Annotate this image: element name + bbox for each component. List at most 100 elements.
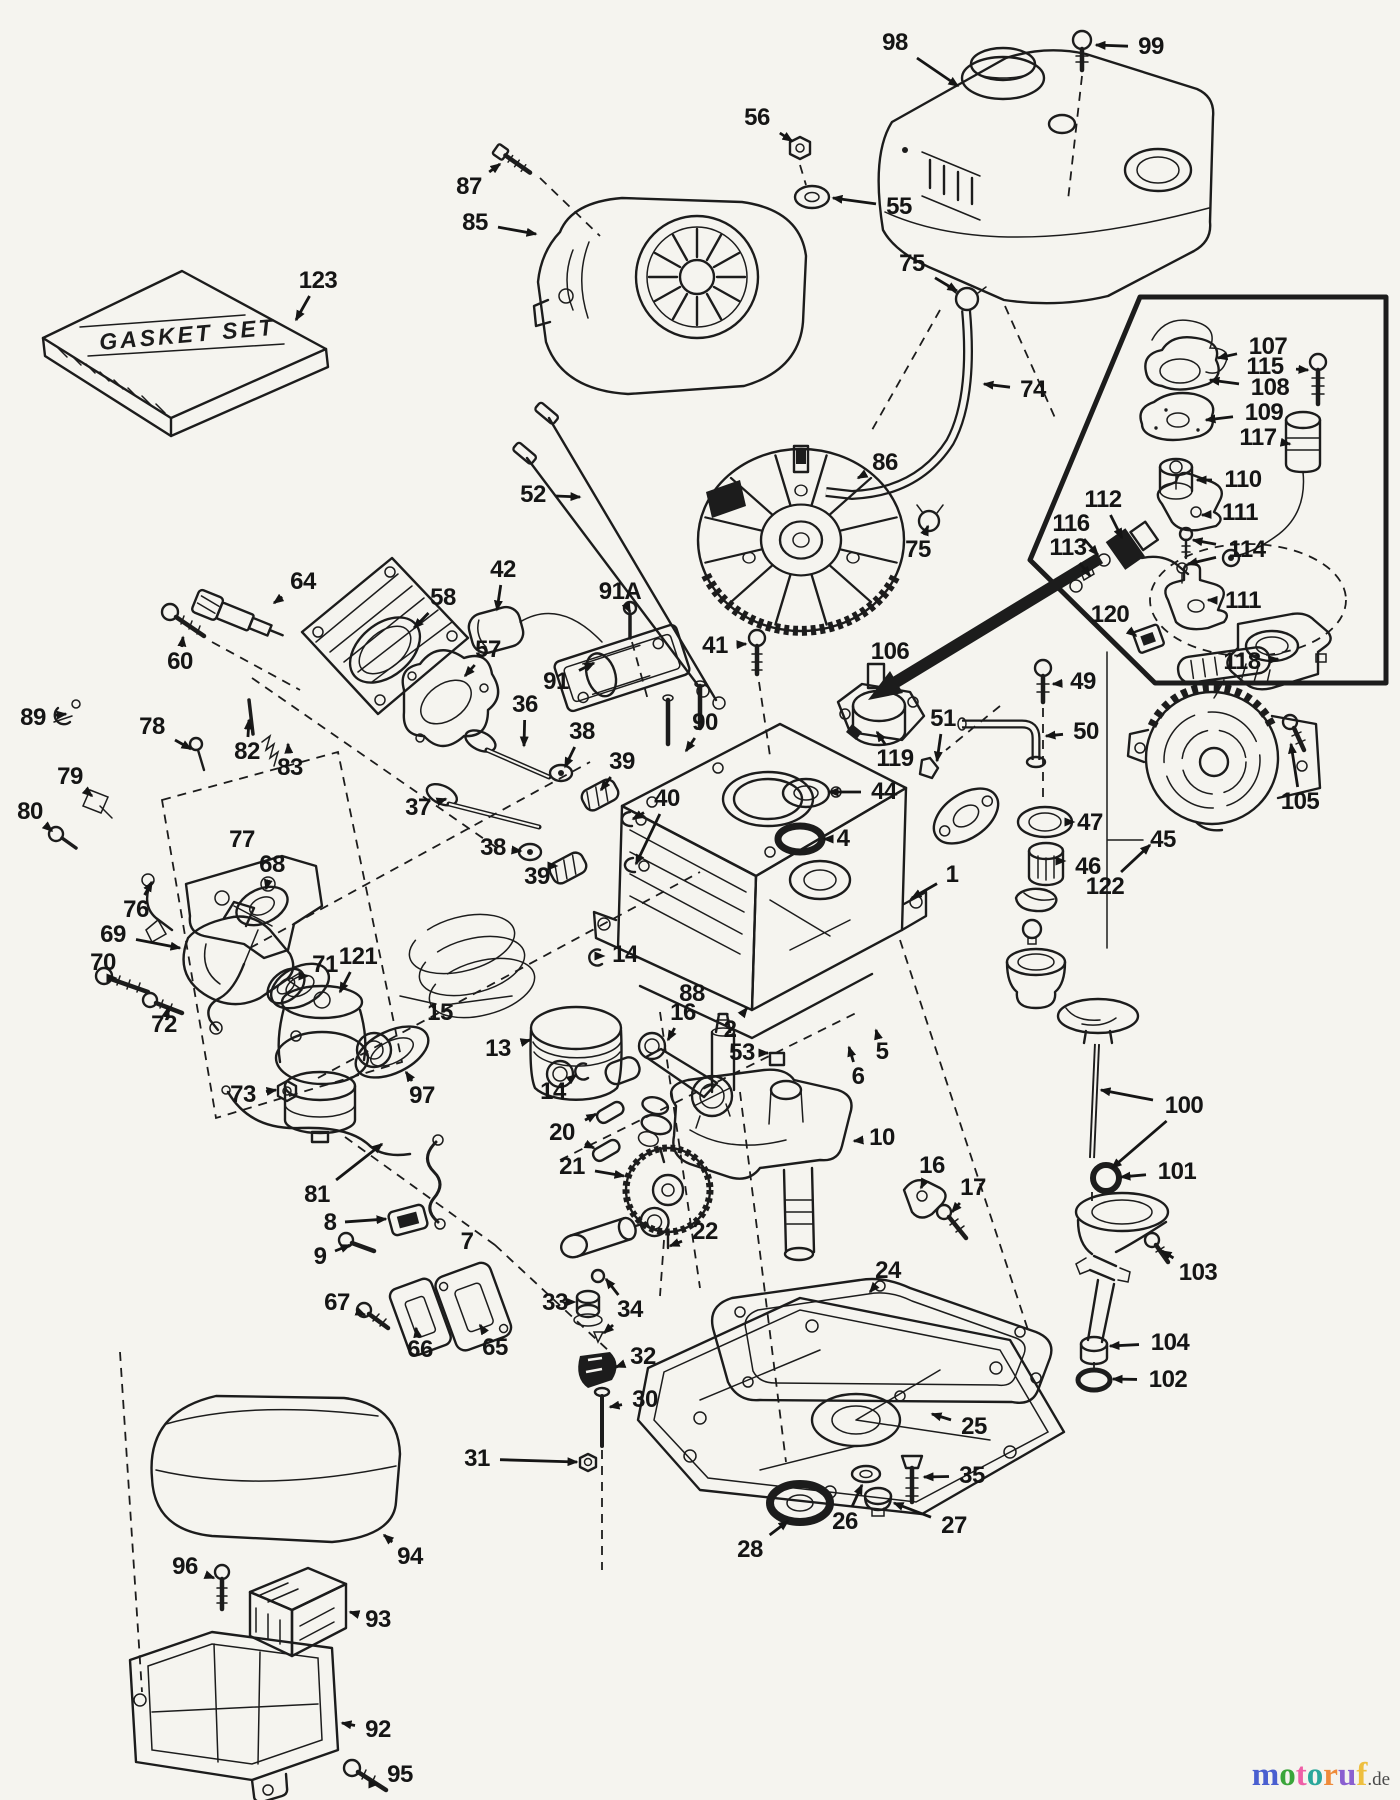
leader-arrow-51 bbox=[933, 733, 943, 763]
leader-arrow-105 bbox=[1288, 742, 1300, 788]
oil-dipper bbox=[902, 1179, 969, 1241]
leader-arrow-87 bbox=[488, 162, 502, 174]
leader-arrow-65 bbox=[478, 1323, 489, 1336]
watermark-motoruf: motoruf.de bbox=[1252, 1757, 1390, 1794]
watermark-suffix: .de bbox=[1367, 1769, 1390, 1790]
leader-arrow-16 bbox=[666, 1027, 677, 1042]
leader-arrow-22 bbox=[668, 1238, 683, 1248]
leader-arrow-116 bbox=[1083, 538, 1100, 557]
leader-arrow-40 bbox=[631, 810, 645, 821]
dipstick bbox=[1056, 997, 1171, 1393]
leader-arrow-20 bbox=[584, 1112, 598, 1123]
leader-arrow-91A bbox=[621, 601, 632, 614]
leader-arrow-25 bbox=[930, 1412, 952, 1422]
leader-arrow-103 bbox=[1160, 1249, 1175, 1260]
leader-arrow-122 bbox=[1120, 843, 1152, 874]
leader-arrow-21 bbox=[594, 1169, 626, 1179]
leader-arrow-68 bbox=[263, 878, 273, 891]
leader-arrow-123 bbox=[294, 295, 311, 322]
leader-arrow-26 bbox=[850, 1483, 864, 1508]
leader-arrow-89 bbox=[55, 710, 68, 720]
fuel-tank-outline bbox=[877, 46, 1215, 305]
leader-arrow-108 bbox=[1208, 376, 1240, 386]
leader-arrow-38 bbox=[563, 746, 576, 769]
leader-arrow-28 bbox=[768, 1519, 790, 1537]
leader-arrow-93 bbox=[348, 1610, 361, 1619]
leader-arrow-14 bbox=[565, 1073, 578, 1085]
leader-arrow-94 bbox=[382, 1533, 395, 1545]
fuel-line bbox=[825, 286, 1057, 533]
leader-arrow-16 bbox=[919, 1177, 930, 1190]
spark-plug bbox=[191, 588, 284, 637]
leader-arrow-83 bbox=[284, 742, 294, 754]
leader-arrow-2 bbox=[737, 1006, 749, 1019]
leader-arrow-9 bbox=[334, 1243, 352, 1253]
watermark-letter: m bbox=[1251, 1757, 1280, 1793]
leader-arrow-40 bbox=[634, 813, 662, 866]
leader-arrow-75 bbox=[934, 276, 959, 293]
leader-arrow-10 bbox=[852, 1135, 864, 1145]
reed-plates bbox=[344, 1136, 611, 1357]
leader-arrow-1 bbox=[910, 882, 938, 900]
leader-arrow-97 bbox=[404, 1070, 416, 1083]
leader-arrow-104 bbox=[1108, 1341, 1140, 1351]
air-cleaner bbox=[119, 1351, 402, 1800]
leader-arrow-39 bbox=[599, 776, 612, 792]
leader-arrow-36 bbox=[519, 719, 529, 748]
leader-arrow-101 bbox=[1119, 1171, 1147, 1181]
ignition-coil bbox=[467, 600, 771, 757]
leader-arrow-60 bbox=[177, 635, 187, 648]
leader-arrow-32 bbox=[614, 1359, 627, 1369]
leader-arrow-27 bbox=[892, 1501, 932, 1519]
leader-arrow-119 bbox=[875, 730, 887, 745]
leader-arrow-42 bbox=[493, 584, 503, 612]
leader-arrow-57 bbox=[463, 664, 476, 678]
leader-arrow-96 bbox=[203, 1570, 216, 1580]
leader-arrow-121 bbox=[338, 971, 352, 994]
bottom-linkage bbox=[221, 761, 701, 1254]
leader-arrow-41 bbox=[736, 640, 748, 650]
leader-arrow-90 bbox=[684, 737, 696, 753]
leader-arrow-92 bbox=[340, 1720, 356, 1730]
leader-arrow-109 bbox=[1204, 414, 1234, 424]
watermark-letter: t bbox=[1295, 1757, 1307, 1793]
cylinder-block bbox=[592, 680, 928, 1067]
leader-arrow-66 bbox=[413, 1326, 423, 1339]
top-hardware bbox=[491, 29, 1093, 237]
leader-arrow-13 bbox=[519, 1038, 532, 1047]
leader-arrow-35 bbox=[922, 1472, 950, 1482]
leader-arrow-55 bbox=[831, 194, 877, 206]
leader-arrow-75 bbox=[920, 524, 930, 537]
governor-links bbox=[512, 401, 726, 710]
leader-arrow-69 bbox=[135, 938, 182, 951]
leader-arrow-79 bbox=[81, 786, 94, 798]
leader-arrow-78 bbox=[174, 738, 193, 751]
leader-arrow-20 bbox=[583, 1139, 596, 1150]
watermark-letter: u bbox=[1337, 1757, 1357, 1793]
sump-hardware bbox=[559, 1011, 924, 1570]
leader-arrow-120 bbox=[1125, 626, 1138, 638]
governor-spool-column bbox=[918, 651, 1144, 1010]
leader-arrow-5 bbox=[874, 1028, 883, 1041]
leader-arrow-91 bbox=[578, 661, 596, 672]
leader-arrow-8 bbox=[344, 1215, 388, 1225]
watermark-letter: r bbox=[1323, 1757, 1338, 1793]
leader-arrow-52 bbox=[555, 492, 582, 502]
leader-arrow-56 bbox=[779, 131, 794, 143]
leader-arrow-73 bbox=[265, 1086, 278, 1096]
leader-arrow-114 bbox=[1186, 555, 1217, 567]
leader-arrow-100 bbox=[1110, 1119, 1168, 1170]
leader-arrow-114 bbox=[1191, 537, 1217, 547]
leader-arrow-86 bbox=[856, 469, 869, 480]
ignition-inset bbox=[1027, 294, 1389, 691]
leader-arrow-107 bbox=[1216, 351, 1238, 361]
leader-arrow-100 bbox=[1099, 1087, 1154, 1102]
leader-arrow-34 bbox=[602, 1323, 615, 1335]
leader-arrow-50 bbox=[1044, 730, 1064, 740]
leader-arrow-24 bbox=[868, 1281, 880, 1294]
leader-arrow-80 bbox=[41, 821, 54, 833]
blower-housing-outline bbox=[532, 196, 808, 396]
piston-and-rings bbox=[399, 913, 641, 1101]
